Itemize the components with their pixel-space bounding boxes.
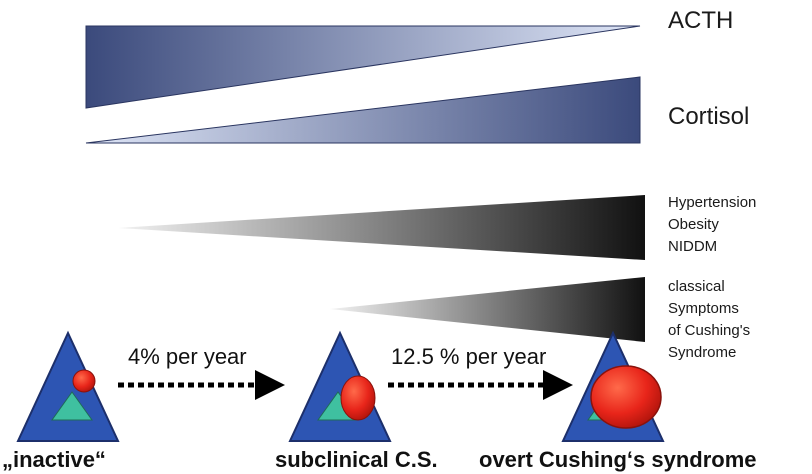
adrenal-inactive-icon [16, 330, 120, 442]
comorbidity-labels: Hypertension Obesity NIDDM [668, 194, 756, 255]
symptoms-label-2: Symptoms [668, 300, 739, 317]
acth-label: ACTH [668, 7, 733, 34]
symptoms-label-4: Syndrome [668, 344, 736, 361]
comorbidity-wedge [118, 195, 645, 260]
adrenal-overt-icon [561, 330, 665, 442]
comorbidity-label-3: NIDDM [668, 238, 717, 255]
acth-wedge [85, 25, 641, 109]
rate-label-2: 12.5 % per year [391, 344, 546, 369]
adrenal-subclinical-icon [288, 330, 392, 442]
stage-overt-label: overt Cushing‘s syndrome [479, 447, 757, 472]
stage-subclinical-label: subclinical C.S. [275, 447, 438, 472]
rate-label-1: 4% per year [128, 344, 247, 369]
cortisol-label: Cortisol [668, 103, 749, 130]
cortisol-wedge [85, 76, 641, 144]
stage-inactive-label: „inactive“ [2, 447, 106, 472]
comorbidity-label-2: Obesity [668, 216, 719, 233]
symptoms-label-3: of Cushing's [668, 322, 750, 339]
comorbidity-label-1: Hypertension [668, 194, 756, 211]
symptoms-label-1: classical [668, 278, 725, 295]
symptoms-labels: classical Symptoms of Cushing's Syndrome [668, 278, 750, 361]
symptoms-wedge [330, 277, 645, 342]
